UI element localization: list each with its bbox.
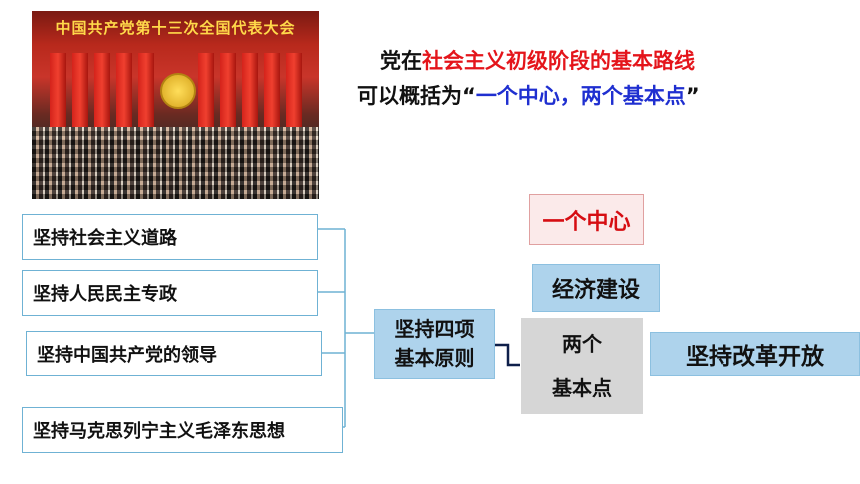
photo-flag [286,53,302,127]
heading-highlight-blue: 一个中心，两个基本点 [475,84,686,108]
basic-points-line-2: 基本点 [552,376,612,400]
one-center-label: 一个中心 [542,209,631,235]
principle-box-4: 坚持马克思列宁主义毛泽东思想 [22,407,343,453]
party-emblem-icon [160,73,196,109]
photo-flag [242,53,258,127]
economic-construction-label: 经济建设 [551,278,640,303]
photo-flag [198,53,214,127]
heading-line-1: 党在社会主义初级阶段的基本路线 [380,45,695,75]
principle-text-4: 坚持马克思列宁主义毛泽东思想 [33,421,285,442]
basic-points-line-1: 两个 [562,332,602,356]
four-principles-box: 坚持四项 基本原则 [374,309,495,379]
heading-line-2: 可以概括为“一个中心，两个基本点” [357,80,700,110]
heading-prefix-2: 可以概括为 [357,84,462,108]
photo-crowd [32,127,319,199]
photo-flag [138,53,154,127]
principle-text-3: 坚持中国共产党的领导 [37,344,217,366]
heading-highlight-red: 社会主义初级阶段的基本路线 [422,49,695,73]
photo-flag [72,53,88,127]
photo-flag [94,53,110,127]
photo-crowd-shade [32,127,319,199]
photo-flag [264,53,280,127]
quote-close: ” [685,84,700,108]
photo-flag [50,53,66,127]
photo-flag [220,53,236,127]
heading-prefix-1: 党在 [380,49,422,73]
reform-opening-label: 坚持改革开放 [686,344,824,370]
principle-box-3: 坚持中国共产党的领导 [26,331,322,376]
four-principles-line-1: 坚持四项 [394,317,475,341]
four-principles-line-2: 基本原则 [394,346,475,370]
photo-flag [116,53,132,127]
economic-construction-box: 经济建设 [532,264,660,312]
reform-opening-box: 坚持改革开放 [650,332,860,376]
principle-text-1: 坚持社会主义道路 [33,228,177,249]
photo-banner: 中国共产党第十三次全国代表大会 [55,19,296,37]
one-center-box: 一个中心 [529,194,644,245]
congress-photo: 中国共产党第十三次全国代表大会 [32,11,319,199]
principle-box-2: 坚持人民民主专政 [22,270,318,316]
principle-box-1: 坚持社会主义道路 [22,214,318,260]
principle-text-2: 坚持人民民主专政 [33,284,177,305]
quote-open: “ [462,84,476,108]
two-basic-points-box: 两个 基本点 [521,318,643,414]
